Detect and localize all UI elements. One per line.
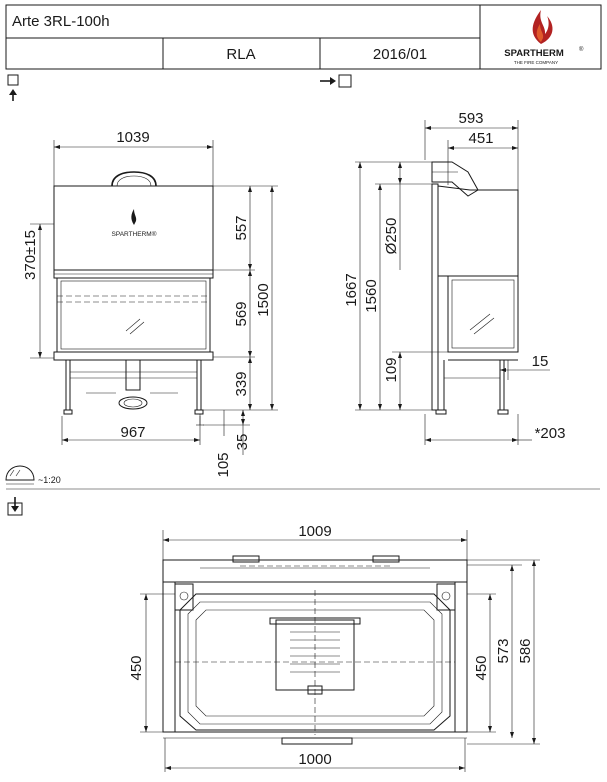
dim-side-depth-body: 451 <box>468 130 493 147</box>
dim-side-depth-total: 593 <box>458 110 483 127</box>
dim-front-width-top: 1039 <box>116 129 149 146</box>
dim-flue-offset: 370±15 <box>22 230 39 280</box>
model-name: Arte 3RL-100h <box>12 13 110 30</box>
scale-icon <box>5 465 35 485</box>
front-logo: SPARTHERM® <box>112 209 157 238</box>
flame-icon <box>532 10 553 44</box>
dim-foot-adjust: 105 <box>215 452 232 477</box>
title-block: Arte 3RL-100h RLA 2016/01 SPARTHERM ® TH… <box>5 4 602 70</box>
dim-plan-depth-total: 586 <box>517 638 534 663</box>
plan-view-icon <box>7 497 23 516</box>
dim-foot-height: 35 <box>234 434 251 451</box>
registered-mark: ® <box>579 46 584 53</box>
brand-tagline: THE FIRE COMPANY <box>514 60 558 65</box>
plan-view: 1009 <box>128 523 540 772</box>
dim-side-total: 1667 <box>343 273 360 306</box>
dim-front-glass: 569 <box>233 301 250 326</box>
side-view: 593 451 1667 1560 <box>343 110 565 445</box>
side-view-icon <box>320 74 352 88</box>
dim-side-base: 109 <box>383 357 400 382</box>
drawing-date: 2016/01 <box>373 46 427 63</box>
front-view: 1039 SPARTHERM® <box>22 129 278 478</box>
dim-front-base: 339 <box>233 371 250 396</box>
dim-side-foot-depth: *203 <box>535 425 566 442</box>
dim-plan-depth-left: 450 <box>128 655 145 680</box>
scale-label: ~1:20 <box>38 475 61 485</box>
dim-glass-offset: 15 <box>532 353 549 370</box>
dim-plan-depth-body: 573 <box>495 638 512 663</box>
variant-code: RLA <box>226 46 255 63</box>
dim-front-upper: 557 <box>233 215 250 240</box>
dim-side-body: 1560 <box>363 279 380 312</box>
dim-plan-width-top: 1009 <box>298 523 331 540</box>
dim-plan-width-bottom: 1000 <box>298 751 331 768</box>
dim-front-width-bottom: 967 <box>120 424 145 441</box>
dim-flue-diameter: Ø250 <box>383 218 400 255</box>
brand-name: SPARTHERM <box>504 48 564 59</box>
dim-front-total: 1500 <box>255 283 272 316</box>
dim-plan-depth-right: 450 <box>473 655 490 680</box>
front-logo-text: SPARTHERM® <box>112 230 157 238</box>
front-view-icon <box>7 74 19 101</box>
